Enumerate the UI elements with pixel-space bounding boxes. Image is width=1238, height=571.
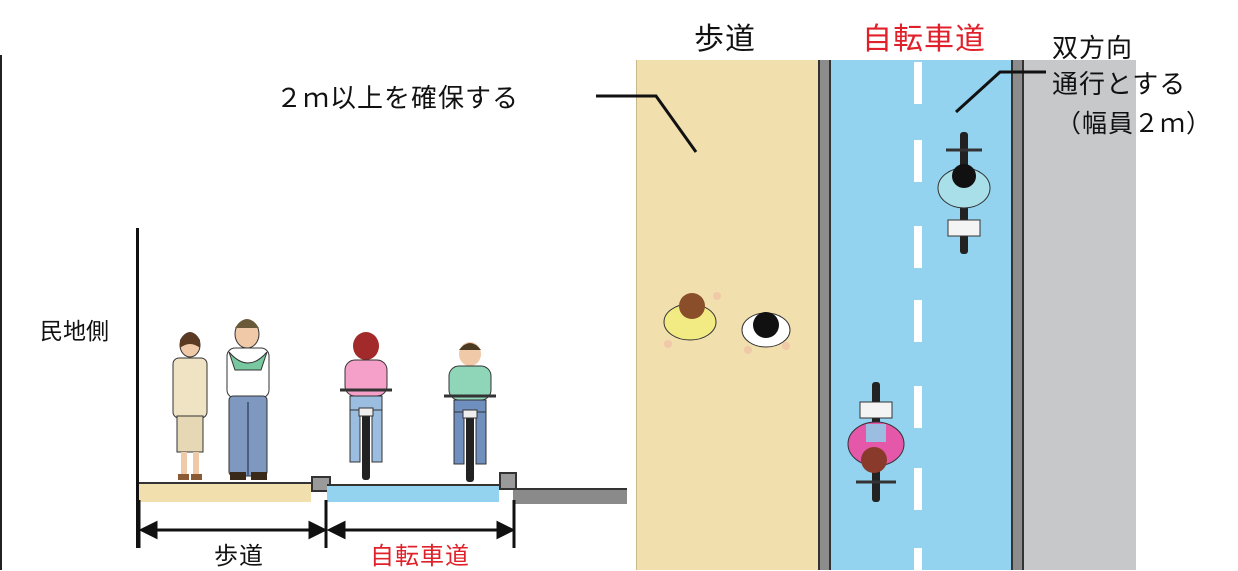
pedestrian-top-view-icon (663, 292, 721, 348)
cyclist-pink-rear-icon (340, 332, 392, 480)
pedestrian-man-side-icon (226, 319, 270, 480)
pedestrian-top-view-icon (741, 312, 791, 354)
section-sidewalk-surface (139, 482, 311, 502)
cyclist-top-view-icon (847, 382, 905, 502)
cyclist-top-view-icon (937, 132, 991, 254)
plan-sidewalk-label: 歩道 (694, 22, 756, 57)
section-sidewalk-label: 歩道 (214, 542, 264, 570)
lane-center-dash (914, 386, 922, 428)
section-bike-lane-surface (327, 484, 499, 502)
pedestrian-woman-side-icon (172, 332, 208, 480)
lane-center-dash (914, 468, 922, 510)
lane-center-dash (914, 140, 922, 182)
plan-curb-right (1011, 60, 1024, 570)
section-curb-2 (499, 472, 517, 490)
plan-curb-left (818, 60, 831, 570)
section-roadway-surface (513, 488, 627, 504)
min-width-note: ２ｍ以上を確保する (276, 84, 520, 114)
private-land-boundary-line (136, 228, 139, 548)
lane-center-dash (914, 226, 922, 268)
private-land-side-label: 民地側 (40, 319, 109, 345)
page-left-border (0, 55, 2, 570)
min-width-leader-line (596, 94, 698, 153)
cyclist-green-rear-icon (444, 342, 496, 482)
two-way-note-line2: 通行とする (1052, 70, 1187, 100)
lane-center-dash (914, 300, 922, 342)
plan-bike-lane-label: 自転車道 (862, 22, 986, 57)
lane-center-dash (914, 62, 922, 104)
two-way-note-line1: 双方向 (1052, 34, 1134, 64)
bike-lane-dimension-arrow (326, 500, 516, 548)
two-way-leader-line (954, 70, 1046, 114)
sidewalk-dimension-arrow (137, 500, 328, 548)
lane-center-dash (914, 548, 922, 570)
two-way-note-line3: （幅員２ｍ） (1056, 109, 1213, 138)
plan-roadway-area (1024, 60, 1136, 570)
section-bike-lane-label: 自転車道 (370, 542, 470, 570)
